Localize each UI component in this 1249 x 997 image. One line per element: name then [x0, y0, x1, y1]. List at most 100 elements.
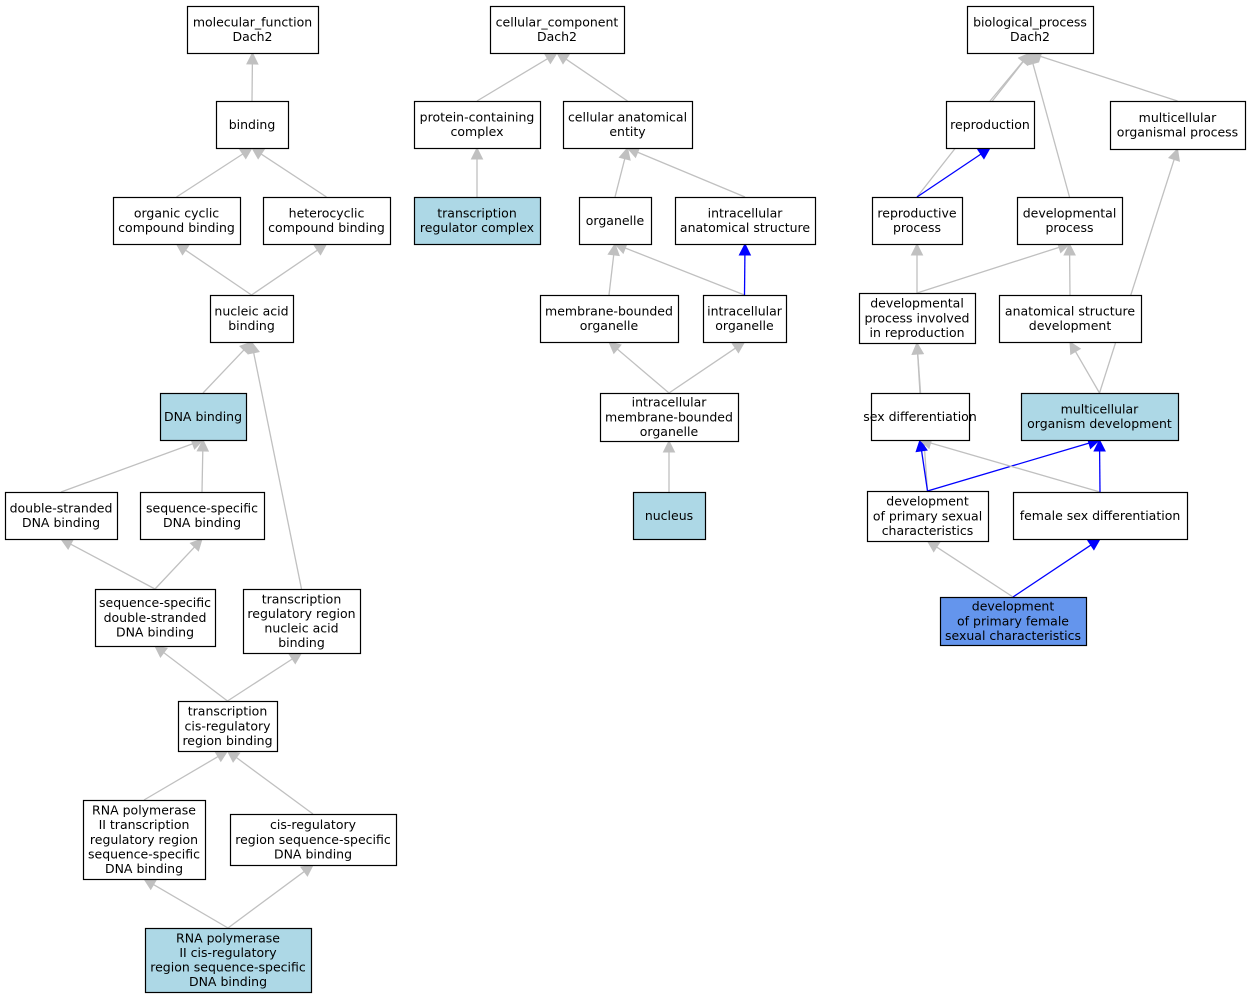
- edge-ss_ds_dna-to-ds_dna: [60, 538, 156, 590]
- node-label-line: compound binding: [268, 220, 385, 235]
- edge-arrowhead: [300, 864, 314, 877]
- node-label-line: binding: [228, 318, 275, 333]
- edge-arrowhead: [238, 147, 253, 160]
- node-box: [562, 100, 694, 150]
- node-label-line: II transcription: [99, 817, 190, 832]
- edge-arrowhead: [470, 146, 484, 160]
- edge-line: [163, 652, 228, 702]
- edge-arrowhead: [226, 750, 241, 763]
- node-nucleus[interactable]: nucleus: [632, 491, 707, 541]
- node-label-line: II cis-regulatory: [179, 945, 277, 960]
- node-label-line: organismal process: [1117, 125, 1238, 140]
- node-label-line: development: [972, 599, 1055, 614]
- edge-line: [1012, 544, 1092, 598]
- node-label-line: organelle: [640, 424, 699, 439]
- edge-fsd-to-sexdiff: [918, 437, 1101, 493]
- edge-organelle-to-cae: [614, 146, 631, 198]
- node-label-line: region binding: [182, 733, 272, 748]
- node-label-line: RNA polymerase: [176, 930, 280, 945]
- node-label-line: transcription: [262, 591, 342, 606]
- node-label-line: anatomical structure: [680, 220, 810, 235]
- node-label-line: nucleic acid: [264, 621, 338, 636]
- node-label-line: female sex differentiation: [1020, 508, 1181, 523]
- node-label-line: sequence-specific: [146, 501, 258, 516]
- edge-line: [936, 546, 1014, 598]
- node-box: [1016, 196, 1124, 246]
- edge-io-to-ias: [738, 242, 752, 296]
- edge-line: [1074, 351, 1101, 394]
- edge-dpfsc-to-fsd: [1012, 538, 1101, 598]
- node-label-line: organic cyclic: [134, 206, 219, 221]
- edge-line: [202, 349, 245, 394]
- edge-nucleic_acid-to-heterocyclic: [251, 243, 328, 296]
- edge-arrowhead: [556, 52, 571, 65]
- edge-line: [185, 249, 252, 296]
- node-label-line: cellular anatomical: [568, 110, 687, 125]
- edge-arrowhead: [1167, 147, 1181, 162]
- edge-tcis-to-trr_na: [227, 652, 303, 702]
- node-label-line: double-stranded: [10, 501, 113, 516]
- node-dna-binding[interactable]: DNA binding: [159, 392, 248, 442]
- node-box: [871, 196, 964, 246]
- node-box: [177, 700, 279, 753]
- edge-line: [153, 883, 229, 929]
- node-organelle[interactable]: organelle: [578, 196, 653, 246]
- edge-arrowhead: [911, 341, 925, 355]
- edge-line: [608, 254, 615, 296]
- node-box: [229, 813, 398, 867]
- node-label-line: process: [1045, 220, 1093, 235]
- node-label-line: reproduction: [950, 117, 1030, 132]
- node-label-line: intracellular: [708, 206, 784, 221]
- edge-line: [251, 249, 318, 296]
- node-reproduction[interactable]: reproduction: [945, 100, 1036, 150]
- node-label-line: region sequence-specific: [150, 960, 306, 975]
- edge-line: [260, 153, 327, 198]
- node-label-line: protein-containing: [420, 110, 535, 125]
- node-label-line: transcription: [437, 206, 517, 221]
- node-label-line: regulatory region: [247, 606, 355, 621]
- node-label-line: characteristics: [882, 523, 974, 538]
- node-label-line: DNA binding: [116, 624, 194, 639]
- edge-arrowhead: [288, 652, 303, 665]
- node-sexdiff[interactable]: sex differentiation: [863, 392, 977, 442]
- node-label-line: sequence-specific: [88, 846, 200, 861]
- node-label-line: complex: [451, 124, 504, 139]
- node-fsd[interactable]: female sex differentiation: [1012, 491, 1189, 541]
- edge-arrowhead: [608, 341, 622, 355]
- edge-line: [227, 871, 305, 929]
- edge-line: [476, 58, 548, 102]
- node-binding[interactable]: binding: [215, 100, 290, 150]
- node-box: [578, 196, 653, 246]
